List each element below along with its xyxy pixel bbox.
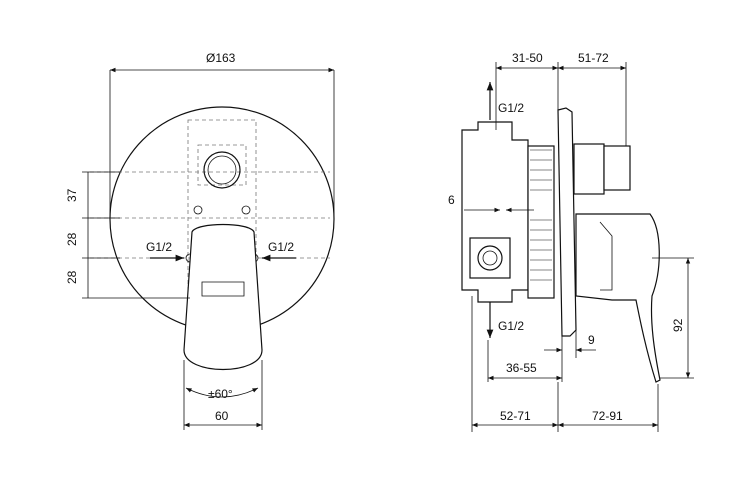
dim-bottom-left: 52-71 [500, 409, 531, 423]
dim-37: 37 [65, 188, 79, 202]
front-view: G1/2 G1/2 Ø163 37 28 28 ±60° 60 [65, 51, 335, 430]
dim-28-upper: 28 [65, 232, 79, 246]
dim-width: 60 [215, 409, 229, 423]
wall-plate [557, 107, 577, 337]
dim-9: 9 [588, 333, 595, 347]
port-left-label: G1/2 [146, 240, 172, 254]
dim-36-55: 36-55 [506, 361, 537, 375]
dim-28-lower: 28 [65, 270, 79, 284]
lever-handle [183, 223, 263, 371]
dim-top-right: 51-72 [578, 51, 609, 65]
top-port-circle [203, 151, 241, 189]
port-bottom-label: G1/2 [498, 319, 524, 333]
lever-side [575, 213, 661, 383]
rotation-label: ±60° [208, 387, 233, 401]
side-view: G1/2 G1/2 31-50 51-72 6 9 36-55 92 [448, 51, 694, 432]
dim-diameter: Ø163 [206, 51, 236, 65]
dim-6: 6 [448, 193, 455, 207]
port-right-label: G1/2 [268, 240, 294, 254]
port-top-label: G1/2 [498, 101, 524, 115]
dim-bottom-right: 72-91 [592, 409, 623, 423]
dim-92: 92 [671, 318, 685, 332]
dim-top-left: 31-50 [512, 51, 543, 65]
